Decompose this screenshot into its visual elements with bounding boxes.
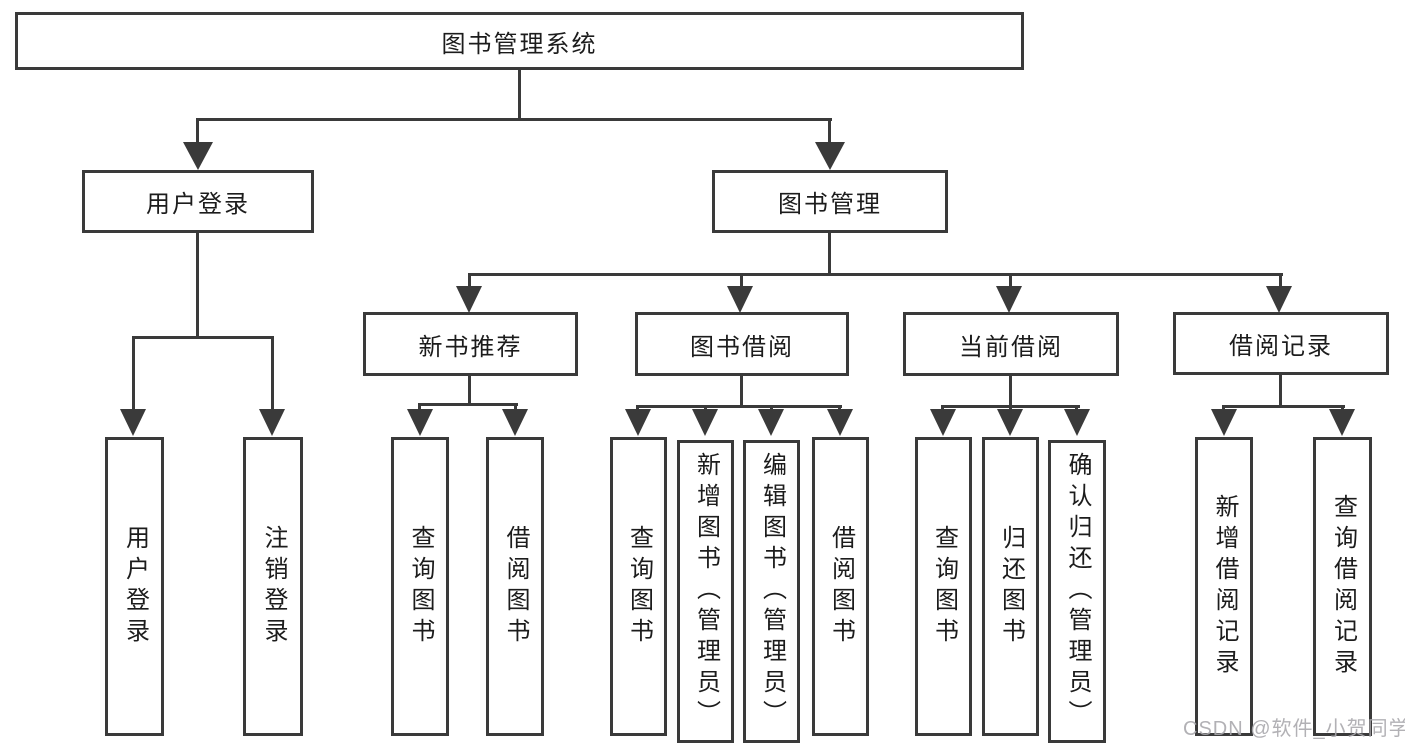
connector-line [418,403,518,406]
node-current-borrowing: 当前借阅 [903,312,1119,376]
connector-line [468,376,471,406]
arrow-down-icon [996,286,1022,313]
connector-line [132,336,274,339]
arrow-down-icon [407,409,433,436]
arrow-down-icon [259,409,285,436]
connector-line [740,376,743,408]
connector-line [271,339,274,411]
leaf-borrow-book: 借阅图书 [812,437,869,736]
connector-line [514,406,517,411]
connector-line [828,233,831,276]
connector-line [941,405,1080,408]
leaf-query-books-borrowing: 查询图书 [610,437,667,736]
arrow-down-icon [815,142,845,170]
arrow-down-icon [625,409,651,436]
leaf-user-login: 用户登录 [105,437,164,736]
connector-line [1279,375,1282,408]
leaf-query-books-recommend: 查询图书 [391,437,449,736]
arrow-down-icon [827,409,853,436]
arrow-down-icon [997,409,1023,436]
arrow-down-icon [502,409,528,436]
node-book-management: 图书管理 [712,170,948,233]
arrow-down-icon [1211,409,1237,436]
leaf-query-borrow-record: 查询借阅记录 [1313,437,1372,736]
connector-line [196,118,832,121]
csdn-watermark: CSDN @软件_小贺同学 [1183,718,1405,740]
connector-line [828,121,831,144]
leaf-edit-book-admin: 编辑图书（管理员） [743,440,800,743]
connector-line [636,405,842,408]
leaf-query-books-current: 查询图书 [915,437,972,736]
arrow-down-icon [183,142,213,170]
leaf-borrow-books-recommend: 借阅图书 [486,437,544,736]
arrow-down-icon [456,286,482,313]
arrow-down-icon [692,409,718,436]
leaf-logout: 注销登录 [243,437,303,736]
connector-line [196,121,199,144]
arrow-down-icon [1064,409,1090,436]
connector-line [196,233,199,339]
arrow-down-icon [1329,409,1355,436]
connector-line [132,339,135,411]
node-new-book-recommendation: 新书推荐 [363,312,578,376]
leaf-confirm-return-admin: 确认归还（管理员） [1048,440,1106,743]
connector-line [468,276,471,288]
connector-line [1009,376,1012,408]
arrow-down-icon [758,409,784,436]
connector-line [418,406,421,411]
connector-line [468,273,1283,276]
connector-line [1009,276,1012,288]
connector-line [1222,405,1345,408]
arrow-down-icon [930,409,956,436]
node-book-borrowing: 图书借阅 [635,312,849,376]
connector-line [1279,276,1282,288]
connector-line [740,276,743,288]
arrow-down-icon [120,409,146,436]
leaf-add-borrow-record: 新增借阅记录 [1195,437,1253,736]
arrow-down-icon [1266,286,1292,313]
leaf-return-book: 归还图书 [982,437,1039,736]
leaf-add-book-admin: 新增图书（管理员） [677,440,734,743]
node-library-management-system: 图书管理系统 [15,12,1024,70]
arrow-down-icon [727,286,753,313]
node-user-login: 用户登录 [82,170,314,233]
node-borrowing-records: 借阅记录 [1173,312,1389,375]
connector-line [518,70,521,121]
